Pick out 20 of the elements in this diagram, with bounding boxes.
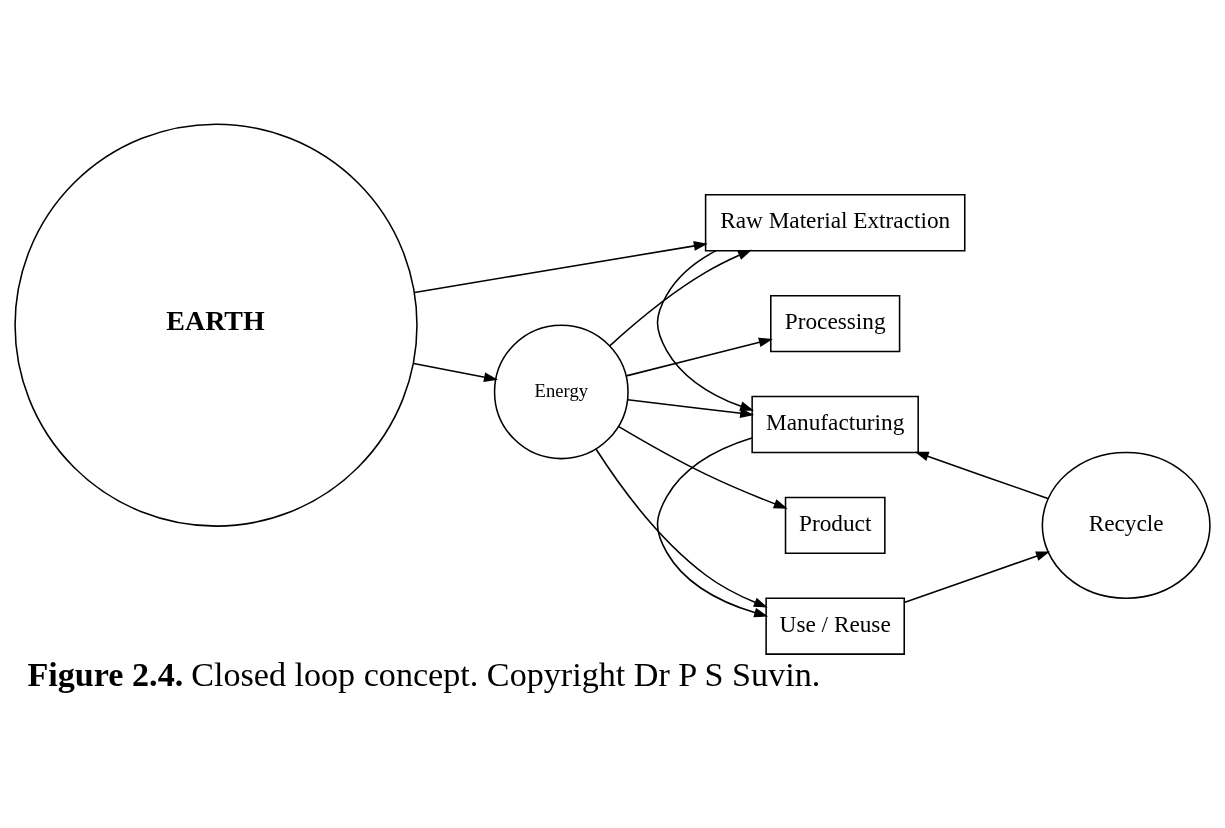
- caption: Figure 2.4. Closed loop concept. Copyright Dr P S Suvin.: [27, 656, 821, 694]
- node-circle: EARTH: [14, 123, 418, 527]
- arrow: [626, 398, 755, 419]
- arrow: [656, 437, 769, 618]
- node-box: Product: [784, 496, 886, 555]
- node-circle: Energy: [493, 324, 629, 460]
- arrow: [625, 337, 773, 377]
- node-box: Manufacturing: [751, 395, 919, 454]
- arrow: [412, 362, 498, 382]
- arrow: [618, 425, 788, 509]
- node-box: Raw Material Extraction: [704, 194, 966, 252]
- arrow: [609, 249, 752, 347]
- arrow: [914, 451, 1049, 500]
- arrow: [595, 448, 768, 608]
- node-box: Processing: [770, 294, 901, 353]
- node-ellipse: Recycle: [1041, 451, 1211, 600]
- arrow: [904, 551, 1050, 604]
- arrow: [413, 241, 708, 294]
- node-box: Use / Reuse: [765, 597, 905, 655]
- arrow: [656, 249, 754, 411]
